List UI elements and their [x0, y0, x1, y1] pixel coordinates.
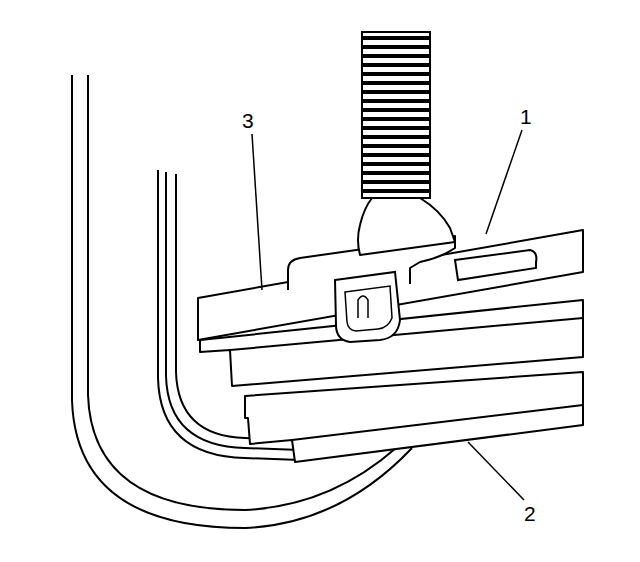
leader-line: [468, 442, 524, 500]
lower-rail: [245, 372, 583, 462]
callout-number: 2: [524, 503, 536, 524]
callout-number: 3: [242, 110, 254, 131]
retainer-prong: [358, 296, 368, 318]
rail-edge: [292, 405, 583, 440]
leader-line: [252, 134, 262, 290]
retainer: [335, 272, 400, 342]
clip-tab: [455, 250, 536, 280]
spring-coils: [362, 38, 430, 191]
leader-line: [486, 130, 522, 234]
callout-number: 1: [520, 106, 532, 127]
spring-connector: [358, 198, 455, 255]
retainer-window: [345, 286, 392, 331]
spring-sleeve: [362, 32, 430, 198]
